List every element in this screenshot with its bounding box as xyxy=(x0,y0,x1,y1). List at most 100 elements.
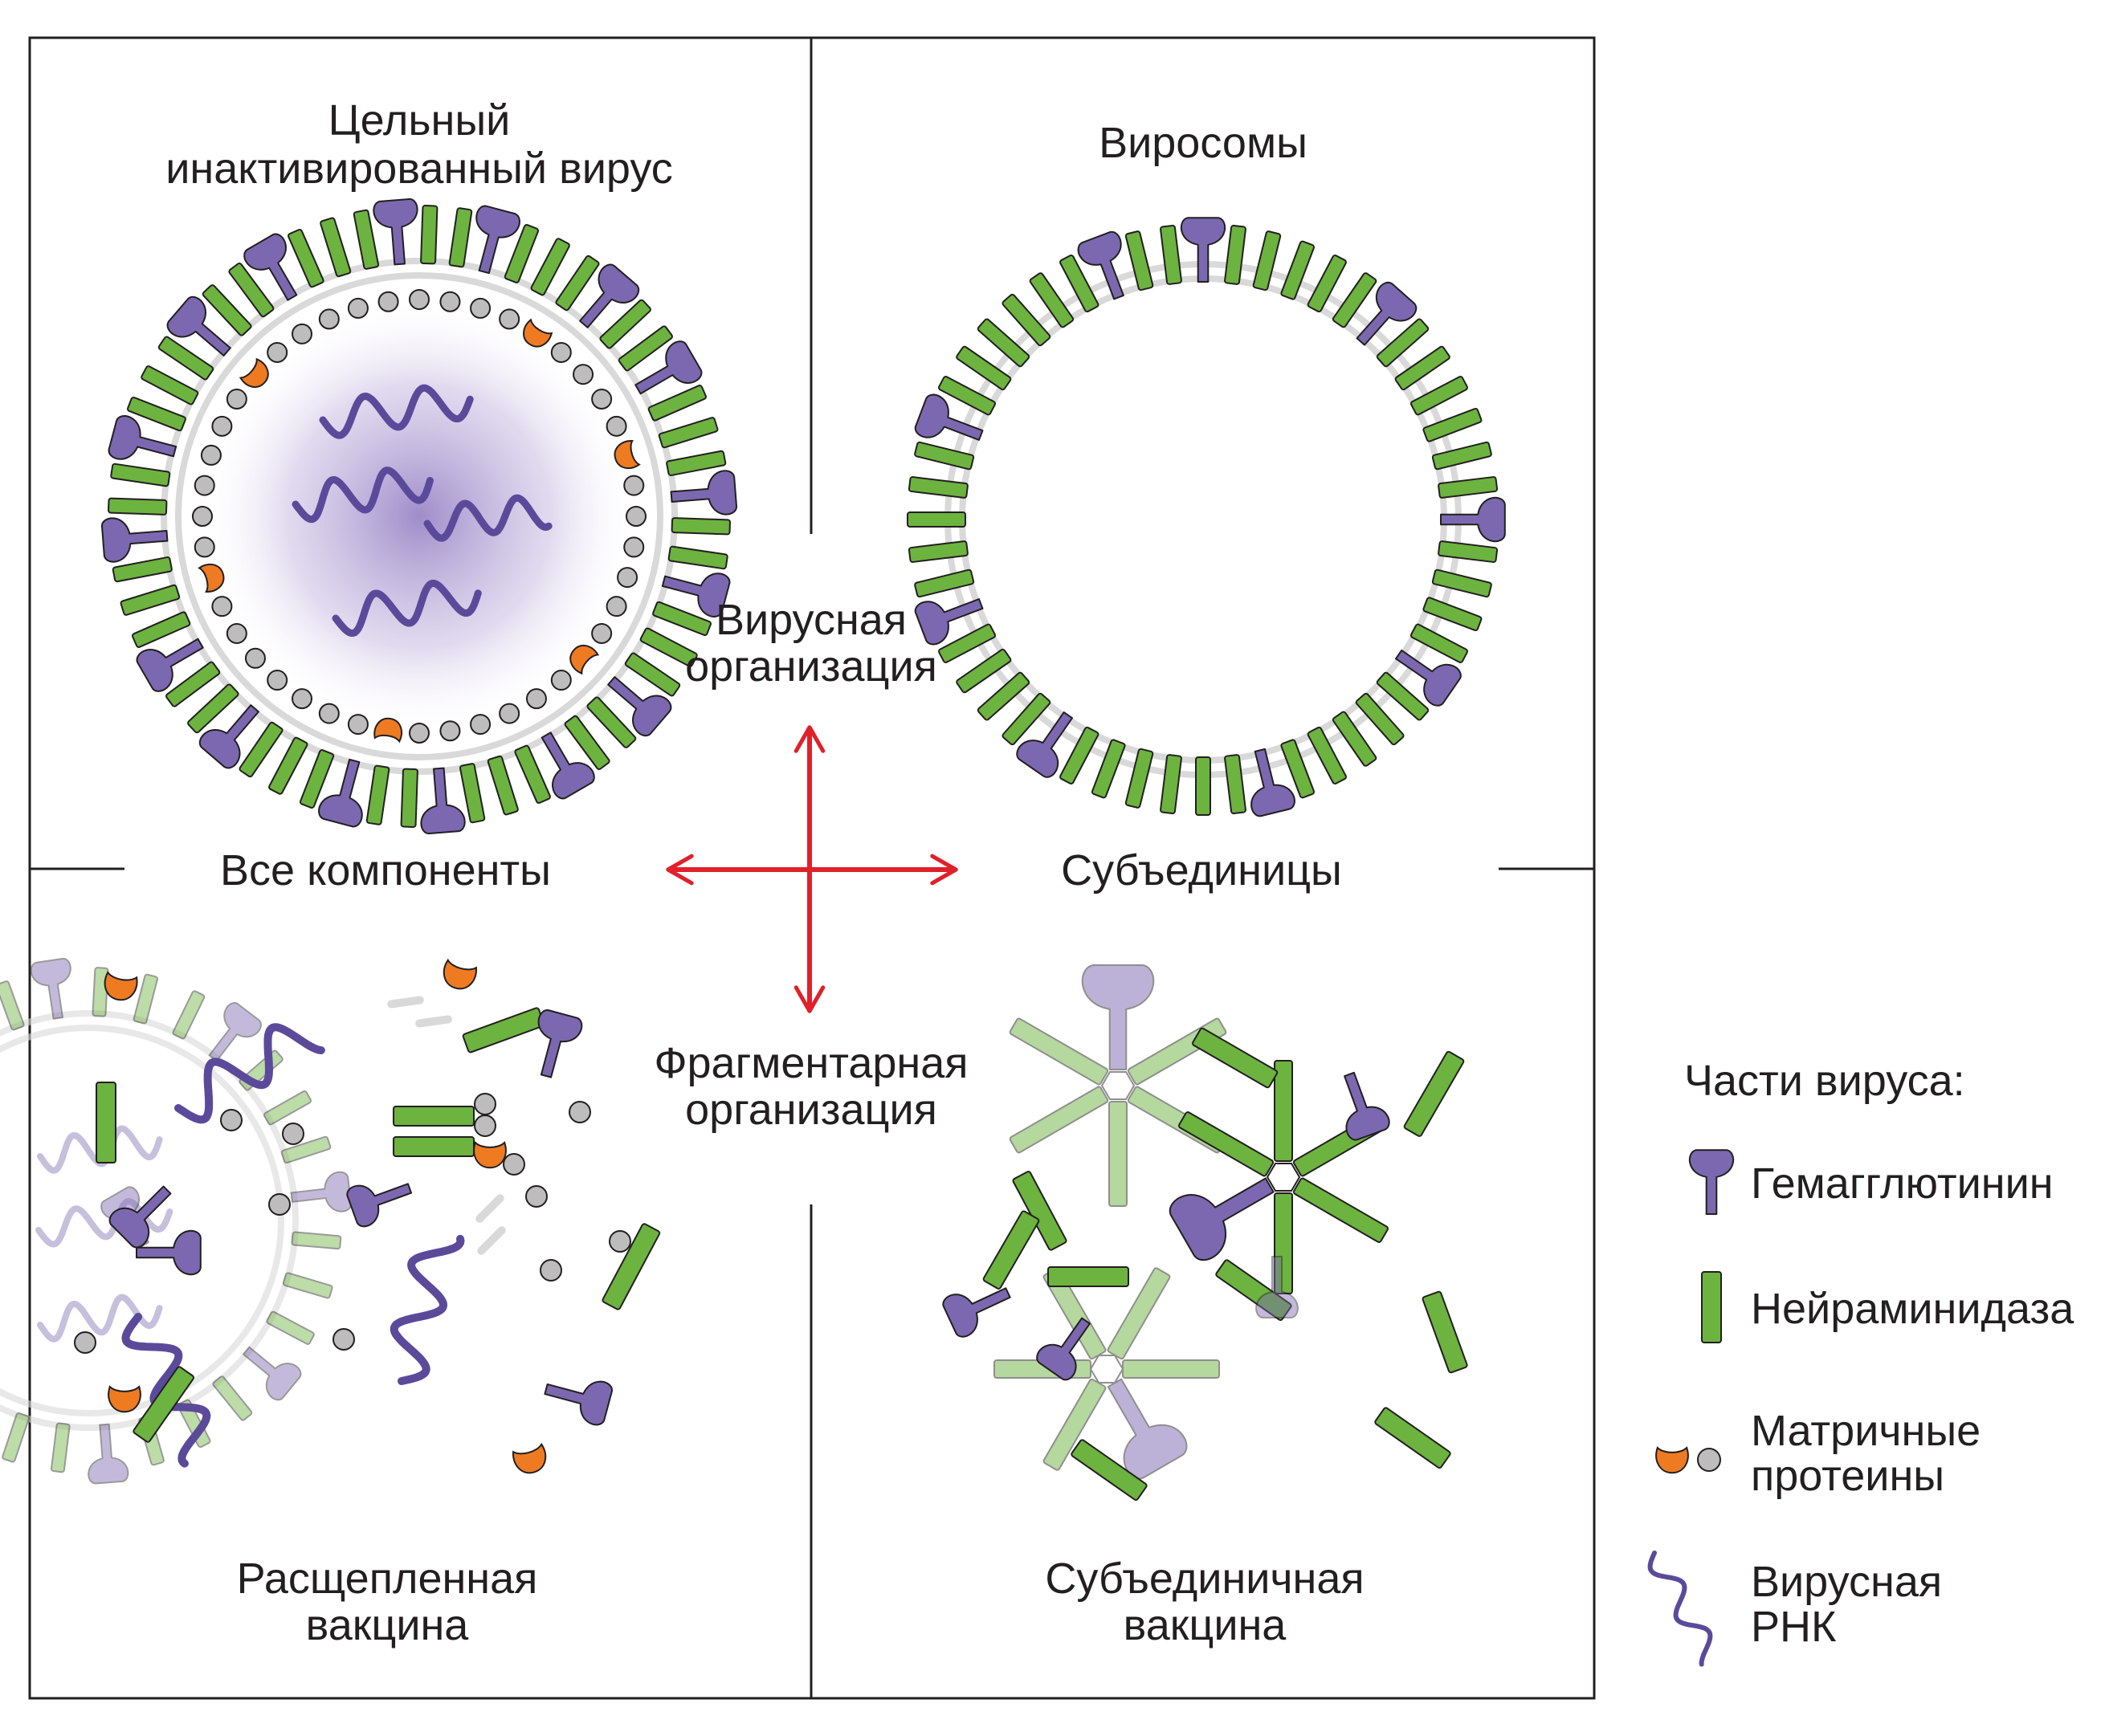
neuraminidase xyxy=(127,397,186,432)
matrix-protein-orange xyxy=(569,644,600,675)
rosette-hub xyxy=(1100,1071,1136,1100)
neuraminidase xyxy=(956,648,1012,694)
neuraminidase xyxy=(914,568,975,598)
matrix-protein-gray xyxy=(617,567,638,589)
hemagglutinin xyxy=(1180,217,1226,283)
neuraminidase-icon xyxy=(1701,1271,1722,1343)
neuraminidase xyxy=(177,1399,211,1449)
neuraminidase xyxy=(667,545,728,570)
neuraminidase xyxy=(1403,1050,1465,1137)
neuraminidase xyxy=(908,476,969,499)
neuraminidase xyxy=(320,217,352,278)
matrix-protein-gray xyxy=(267,341,288,363)
whole-virus-title-line2: инактивированный вирус xyxy=(165,145,672,193)
matrix-protein-gray xyxy=(292,323,313,344)
hemagglutinin xyxy=(1356,281,1418,346)
hemagglutinin xyxy=(1077,230,1124,300)
neuraminidase xyxy=(400,768,418,828)
neuraminidase xyxy=(1332,711,1377,767)
neuraminidase xyxy=(1374,1407,1451,1469)
neuraminidase xyxy=(165,661,221,707)
neuraminidase xyxy=(141,365,199,405)
hemagglutinin xyxy=(420,767,466,835)
matrix-protein-orange xyxy=(198,563,225,593)
matrix-protein-orange xyxy=(614,440,641,470)
legend: Части вируса: Гемагглютинин Нейраминидаз… xyxy=(1647,1057,2074,1667)
neuraminidase xyxy=(1307,726,1347,784)
neuraminidase xyxy=(51,1422,71,1473)
neuraminidase xyxy=(1274,1060,1293,1162)
rosette-cluster xyxy=(1009,964,1227,1207)
neuraminidase xyxy=(1160,754,1182,815)
hemagglutinin xyxy=(30,957,71,1020)
viral-rna xyxy=(37,1125,163,1174)
split-vaccine-illustration xyxy=(0,957,661,1485)
neuraminidase xyxy=(1178,1111,1275,1177)
lipid-membrane xyxy=(175,272,663,760)
hemagglutinin xyxy=(243,233,298,301)
matrix-protein-gray xyxy=(499,703,520,724)
matrix-protein-gray xyxy=(550,341,572,363)
neuraminidase xyxy=(1438,540,1499,563)
axis-left-label: Все компоненты xyxy=(220,846,551,894)
hemagglutinin xyxy=(290,1171,353,1212)
neuraminidase xyxy=(239,721,284,778)
matrix-protein-gray xyxy=(332,1328,355,1351)
matrix-protein-gray xyxy=(409,723,430,744)
neuraminidase xyxy=(1409,623,1468,663)
matrix-protein-gray xyxy=(474,1093,496,1115)
legend-hemagglutinin-label: Гемагглютинин xyxy=(1751,1159,2054,1208)
hemagglutinin xyxy=(199,704,259,769)
hemagglutinin xyxy=(136,1229,202,1276)
hemagglutinin xyxy=(544,1380,613,1426)
matrix-protein-gray xyxy=(200,444,222,466)
hemagglutinin xyxy=(108,1185,172,1249)
matrix-protein-orange xyxy=(443,958,477,990)
hemagglutinin xyxy=(346,1183,413,1228)
virosome-lumen xyxy=(973,290,1433,749)
neuraminidase xyxy=(448,207,473,268)
neuraminidase xyxy=(1431,568,1492,598)
neuraminidase xyxy=(956,345,1012,391)
neuraminidase xyxy=(96,1082,116,1163)
virosomes-title: Виросомы xyxy=(1099,119,1307,167)
matrix-protein-orange xyxy=(512,1442,547,1474)
matrix-protein-gray xyxy=(525,1185,548,1208)
hemagglutinin xyxy=(579,263,639,328)
neuraminidase xyxy=(353,209,379,270)
neuraminidase xyxy=(1059,255,1099,313)
neuraminidase xyxy=(652,601,712,636)
neuraminidase xyxy=(268,736,308,795)
neuraminidase xyxy=(938,623,997,663)
matrix-protein-orange xyxy=(108,1385,141,1413)
neuraminidase xyxy=(624,652,681,697)
neuraminidase xyxy=(1009,1017,1109,1086)
split-vaccine-title-line1: Расщепленная xyxy=(237,1555,538,1603)
hemagglutinin xyxy=(1107,1378,1188,1480)
neuraminidase xyxy=(908,540,969,563)
matrix-protein-gray xyxy=(499,308,520,330)
matrix-protein-gray xyxy=(623,536,645,558)
hemagglutinin xyxy=(108,415,177,460)
matrix-protein-gray xyxy=(439,291,461,312)
neuraminidase xyxy=(393,1136,475,1157)
hemagglutinin xyxy=(914,393,984,441)
axis-top-line1: Вирусная xyxy=(716,596,907,644)
legend-title: Части вируса: xyxy=(1684,1057,1965,1105)
matrix-protein-gray xyxy=(74,1331,96,1354)
virosome-illustration xyxy=(907,217,1506,817)
neuraminidase xyxy=(228,263,275,318)
hemagglutinin xyxy=(136,638,204,692)
lipid-membrane xyxy=(0,1025,284,1416)
neuraminidase xyxy=(1431,441,1492,471)
neuraminidase xyxy=(530,238,570,296)
matrix-protein-gray xyxy=(606,415,627,437)
neuraminidase xyxy=(1042,1378,1107,1471)
matrix-protein-gray xyxy=(282,1123,304,1145)
hemagglutinin-icon xyxy=(1688,1149,1735,1215)
legend-matrix-label-line1: Матричные xyxy=(1751,1407,1981,1455)
matrix-protein-gray xyxy=(503,1153,525,1176)
neuraminidase xyxy=(1124,748,1154,809)
matrix-protein-gray xyxy=(194,475,215,496)
hemagglutinin xyxy=(914,598,984,646)
